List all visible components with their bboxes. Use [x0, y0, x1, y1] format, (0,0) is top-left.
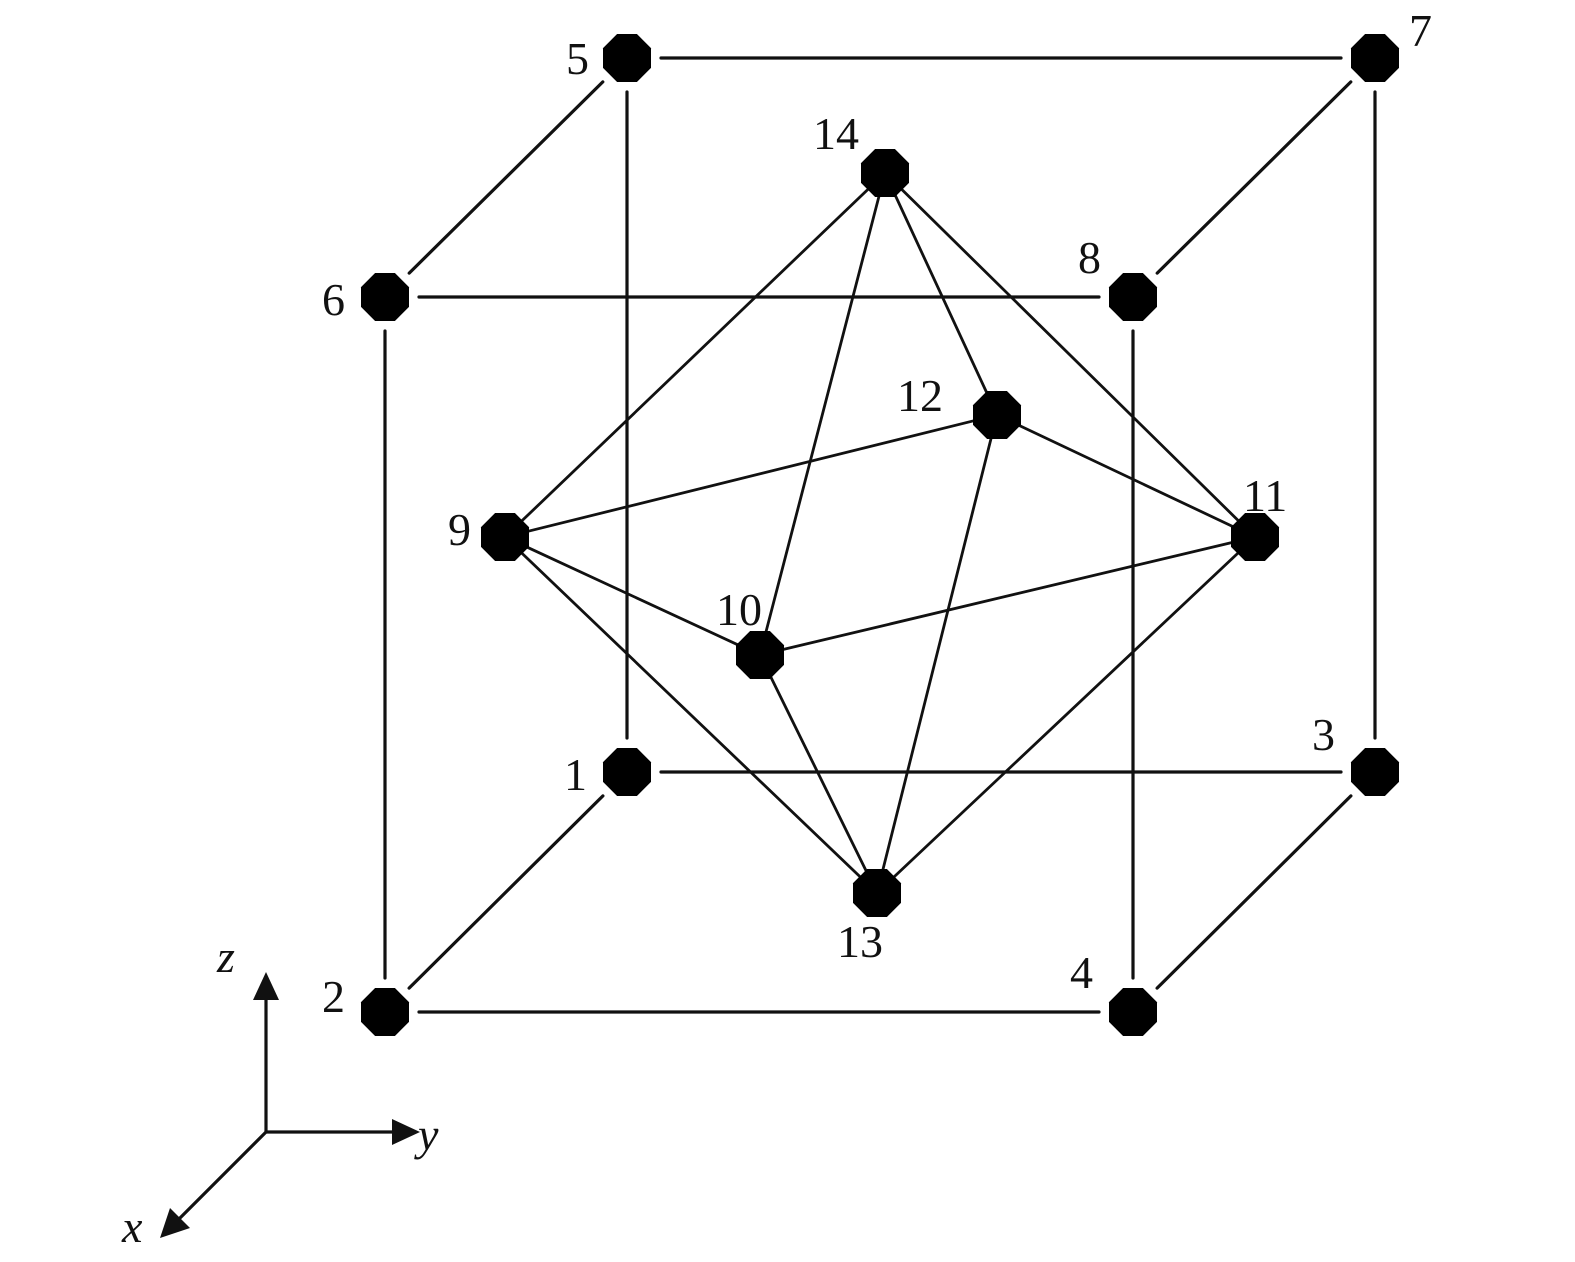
octahedron-edge-13-10 [768, 673, 869, 875]
octahedron-edge-11-12 [1015, 422, 1237, 529]
node-label-1: 1 [564, 749, 587, 800]
x-axis-line [176, 1130, 268, 1222]
node-label-14: 14 [813, 108, 859, 159]
cube-edge-7-8 [1155, 80, 1353, 275]
z-axis-arrowhead [253, 972, 279, 1000]
node-label-13: 13 [837, 916, 883, 967]
node-3 [1351, 748, 1399, 796]
node-4 [1109, 988, 1157, 1036]
node-6 [361, 273, 409, 321]
node-13 [853, 869, 901, 917]
octahedron-edge-14-10 [764, 192, 881, 636]
octahedron-edge-14-11 [899, 186, 1241, 523]
node-2 [361, 988, 409, 1036]
node-label-2: 2 [322, 971, 345, 1022]
x-axis-label: x [121, 1201, 143, 1252]
node-label-9: 9 [448, 504, 471, 555]
octahedron-edge-14-9 [519, 186, 871, 524]
y-axis-label: y [414, 1109, 439, 1160]
node-1 [603, 748, 651, 796]
node-label-5: 5 [566, 33, 589, 84]
octahedron-edge-13-9 [519, 550, 863, 880]
coordinate-axes: z y x [121, 931, 439, 1252]
node-label-7: 7 [1409, 5, 1432, 56]
node-label-6: 6 [322, 274, 345, 325]
octahedron-edge-12-9 [525, 418, 977, 534]
nodes-layer [361, 34, 1399, 1036]
node-9 [481, 513, 529, 561]
x-axis-arrowhead [160, 1208, 190, 1238]
octahedron-edge-14-12 [892, 191, 990, 397]
node-14 [861, 149, 909, 197]
cube-edge-5-6 [407, 80, 605, 275]
node-label-10: 10 [716, 584, 762, 635]
node-label-12: 12 [897, 370, 943, 421]
octahedron-edge-13-11 [891, 550, 1241, 880]
node-label-4: 4 [1070, 947, 1093, 998]
node-label-11: 11 [1243, 470, 1287, 521]
node-5 [603, 34, 651, 82]
node-11 [1231, 513, 1279, 561]
octahedron-edge-13-12 [881, 434, 993, 874]
node-10 [736, 631, 784, 679]
edges-layer [383, 56, 1377, 1014]
node-12 [973, 391, 1021, 439]
node-7 [1351, 34, 1399, 82]
octahedron-edge-9-10 [523, 544, 742, 648]
node-label-8: 8 [1078, 232, 1101, 283]
cube-edge-3-4 [1155, 794, 1353, 990]
y-axis-arrowhead [392, 1119, 420, 1145]
node-label-3: 3 [1312, 709, 1335, 760]
octahedron-edge-10-11 [780, 540, 1235, 652]
node-8 [1109, 273, 1157, 321]
cube-edge-1-2 [407, 794, 605, 990]
z-axis-label: z [216, 931, 235, 982]
